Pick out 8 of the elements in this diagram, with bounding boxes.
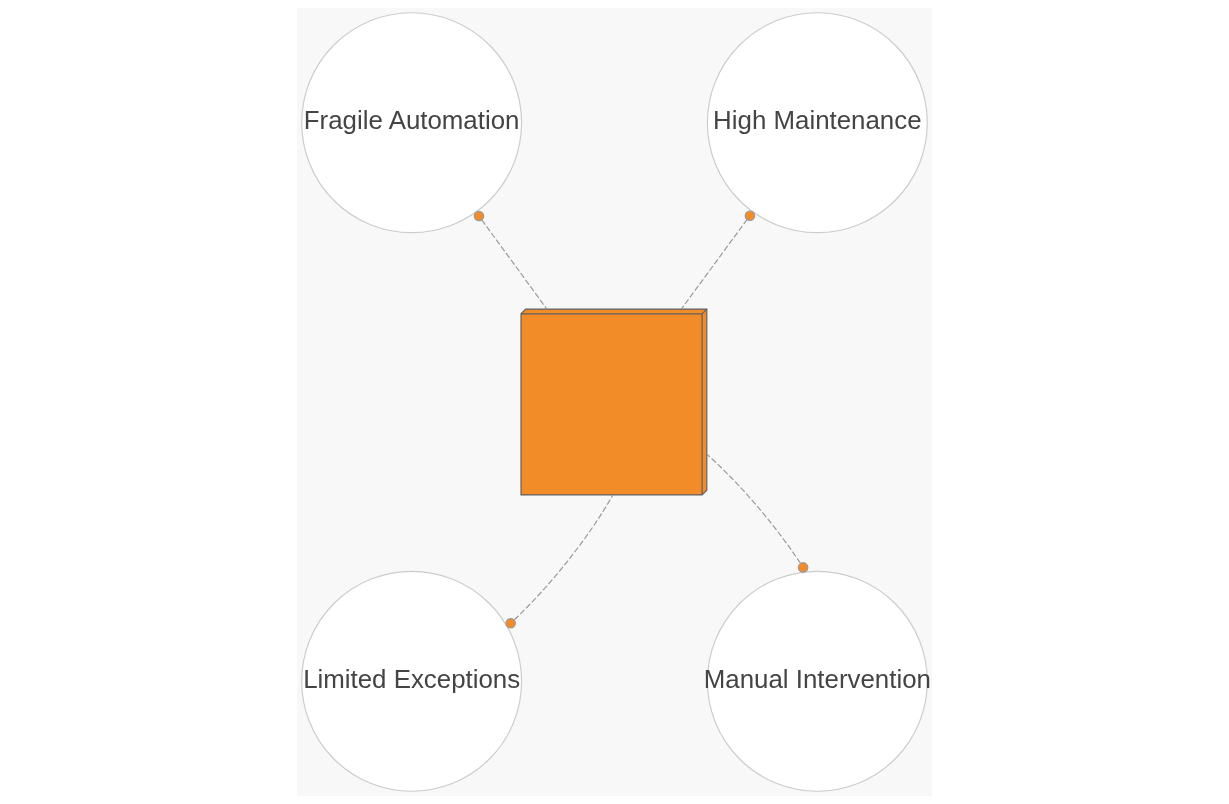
connector — [680, 210, 756, 310]
node-circle: Manual Intervention — [706, 570, 928, 792]
node-circle: Fragile Automation — [301, 12, 523, 234]
connector — [505, 494, 614, 629]
node-circle: Limited Exceptions — [301, 570, 523, 792]
connector — [473, 210, 548, 310]
connector — [706, 453, 809, 573]
node-circle: High Maintenance — [706, 12, 928, 234]
